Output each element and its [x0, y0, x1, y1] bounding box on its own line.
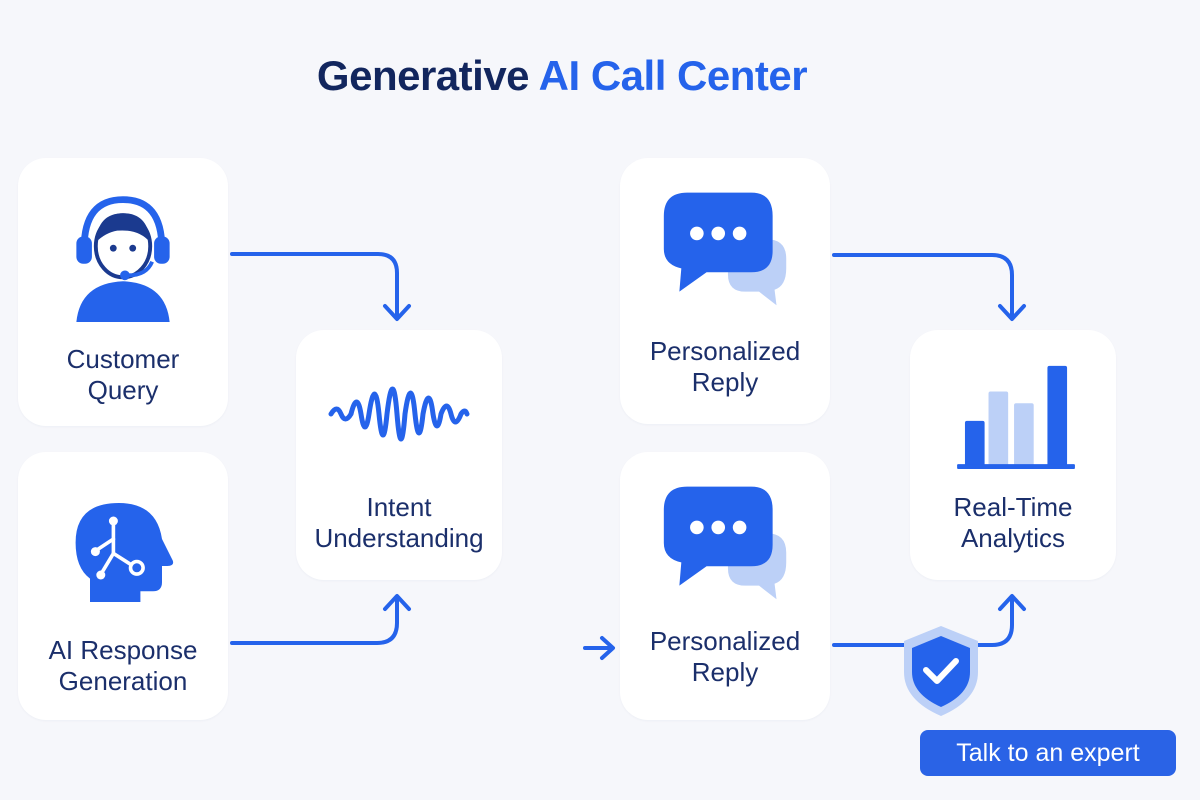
label-line-1: Personalized — [649, 626, 801, 656]
label-personalized-reply-bottom: Personalized Reply — [620, 626, 830, 688]
title-part-ai-call-center: AI Call Center — [538, 52, 808, 99]
talk-to-expert-button[interactable]: Talk to an expert — [920, 730, 1176, 776]
label-personalized-reply-top: Personalized Reply — [620, 336, 830, 398]
title-part-generative: Generative — [316, 52, 530, 99]
arrow-reply-bottom-to-analytics — [832, 596, 1014, 647]
arrowhead-customer-to-intent — [383, 304, 411, 321]
arrow-reply-top-to-analytics — [832, 253, 1014, 320]
label-intent-understanding: Intent Understanding — [296, 492, 502, 554]
agent-headset-icon — [76, 196, 170, 322]
arrowhead-reply-top-to-analytics — [998, 304, 1026, 321]
arrow-ai-response-to-intent — [230, 596, 399, 645]
label-line-2: Query — [87, 375, 159, 405]
sound-wave-icon — [328, 386, 470, 442]
label-line-1: Intent — [366, 492, 432, 522]
node-personalized-reply-bottom: Personalized Reply — [620, 452, 830, 720]
label-line-2: Analytics — [960, 523, 1066, 553]
label-ai-response-generation: AI Response Generation — [18, 635, 228, 697]
node-customer-query: Customer Query — [18, 158, 228, 426]
label-customer-query: Customer Query — [18, 344, 228, 406]
node-personalized-reply-top: Personalized Reply — [620, 158, 830, 424]
ai-head-icon — [75, 503, 174, 602]
chat-bubbles-icon — [663, 192, 787, 306]
arrow-customer-to-intent — [230, 252, 399, 320]
bar-chart-icon — [957, 365, 1075, 470]
shield-check-icon — [904, 626, 978, 716]
page-title: Generative AI Call Center — [0, 52, 1124, 100]
label-line-1: AI Response — [48, 635, 198, 665]
label-line-1: Real-Time — [953, 492, 1073, 522]
label-line-2: Understanding — [314, 523, 484, 553]
arrowhead-into-reply-bottom — [600, 636, 615, 660]
node-ai-response-generation: AI Response Generation — [18, 452, 228, 720]
arrowhead-ai-response-to-intent — [383, 594, 411, 611]
node-real-time-analytics: Real-Time Analytics — [910, 330, 1116, 580]
label-line-1: Customer — [66, 344, 180, 374]
label-line-1: Personalized — [649, 336, 801, 366]
label-real-time-analytics: Real-Time Analytics — [910, 492, 1116, 554]
arrowhead-reply-bottom-to-analytics — [998, 594, 1026, 611]
node-intent-understanding: Intent Understanding — [296, 330, 502, 580]
label-line-2: Reply — [691, 367, 759, 397]
label-line-2: Reply — [691, 657, 759, 687]
chat-bubbles-icon — [663, 486, 787, 600]
label-line-2: Generation — [58, 666, 188, 696]
